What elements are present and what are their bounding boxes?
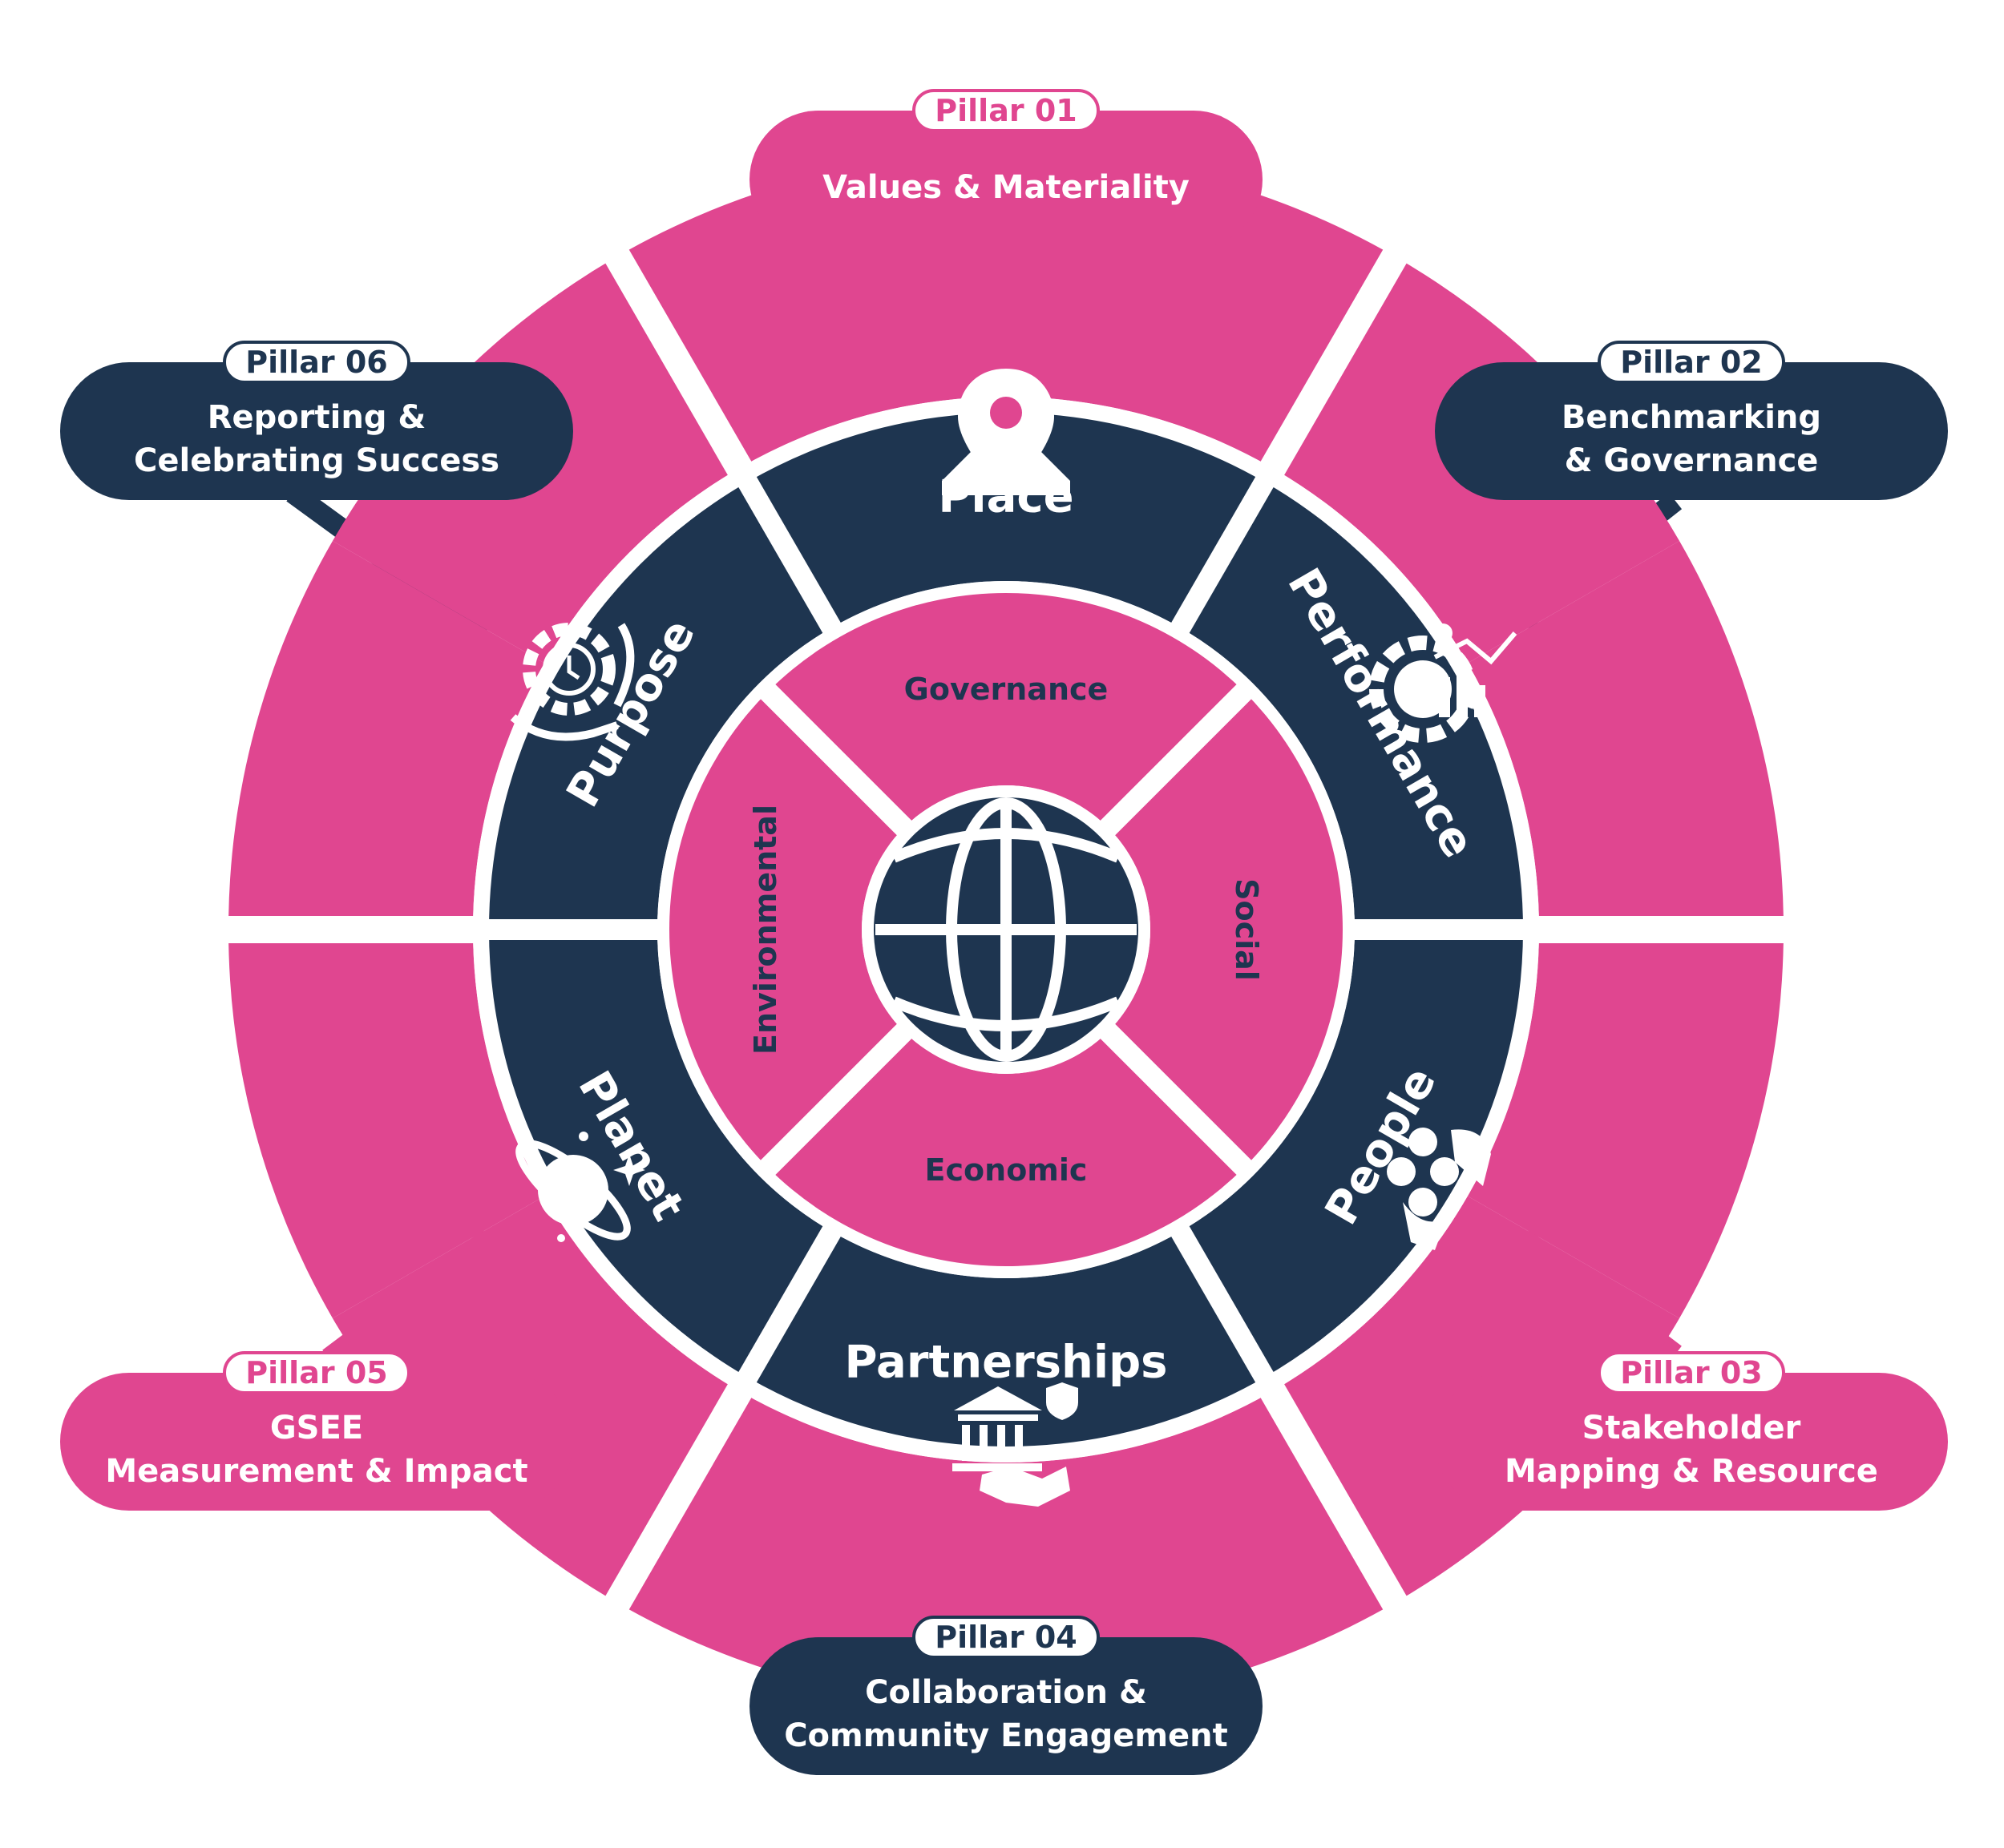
pillar-title-line: Celebrating Success (134, 442, 499, 479)
inner-segment (768, 593, 1244, 828)
inner-ring-label: Social (1229, 878, 1264, 981)
middle-segment (1180, 930, 1523, 1378)
pillar-tag: Pillar 02 (1620, 345, 1762, 380)
middle-segment (747, 1231, 1265, 1447)
pillar-tag-bg (1598, 341, 1785, 384)
pillar-5-box: Pillar 05 GSEE Measurement & Impact (60, 1351, 573, 1511)
middle-segment (747, 413, 1265, 628)
pillar-title-line: Collaboration & (865, 1674, 1147, 1711)
pillar-4-box: Pillar 04 Collaboration & Community Engage… (749, 1616, 1263, 1775)
pillar-tag-bg (912, 89, 1100, 132)
gear-chart-icon (1369, 623, 1517, 743)
inner-segment (1108, 692, 1343, 1168)
pillar-title-line: & Governance (1565, 442, 1819, 479)
segment-divider (1095, 678, 1258, 841)
globe-icon (874, 797, 1138, 1062)
segment-divider (1167, 1219, 1280, 1394)
pillar-tag-bg (1598, 1351, 1785, 1394)
middle-segment (489, 482, 832, 930)
people-group-icon (1387, 1128, 1491, 1250)
pillar-tag: Pillar 03 (1620, 1355, 1762, 1390)
inner-ring-label: Environmental (748, 805, 783, 1055)
pillar-title-line: Community Engagement (784, 1717, 1228, 1754)
inner-segment (768, 1031, 1244, 1267)
pillar-tag-bg (223, 1351, 410, 1394)
segment-divider (1256, 1377, 1413, 1620)
outer-segment (332, 1196, 1007, 1707)
outer-segment (332, 152, 1007, 664)
pillar-1-box: Pillar 01 Values & Materiality (749, 89, 1263, 248)
planet-icon (515, 1132, 645, 1242)
pillar-title-line: Values & Materiality (822, 169, 1190, 206)
pillar-title-line: Benchmarking (1562, 399, 1821, 436)
pillar-box-bg (60, 1373, 573, 1511)
pillar-tag: Pillar 01 (935, 93, 1077, 128)
pillar-box-bg (749, 1637, 1263, 1775)
pillar-box-bg (60, 362, 573, 500)
middle-segment (489, 930, 832, 1378)
inner-ring-label: Economic (925, 1152, 1088, 1188)
pillar-title-line: Measurement & Impact (105, 1453, 527, 1490)
map-pin-icon (942, 369, 1070, 497)
pillar-tag-bg (912, 1616, 1100, 1659)
outer-segment (1006, 1196, 1680, 1707)
segment-divider (1095, 1019, 1258, 1181)
middle-segment (1180, 482, 1523, 930)
pillar-tag-bg (223, 341, 410, 384)
segment-divider (754, 1019, 917, 1181)
pillar-tag: Pillar 06 (245, 345, 387, 380)
segment-divider (599, 239, 756, 482)
pillar-title-line: GSEE (270, 1410, 363, 1447)
pillar-2-box: Pillar 02 Benchmarking & Governance (1435, 341, 1948, 500)
pillar-tag: Pillar 04 (935, 1620, 1077, 1655)
pillar-box-bg (1435, 362, 1948, 500)
segment-divider (599, 1377, 756, 1620)
hand-gear-clock-icon (510, 623, 635, 741)
pillar-title-line: Reporting & (208, 399, 426, 436)
outer-segment (1006, 152, 1680, 664)
bank-handshake-icon (952, 1382, 1078, 1507)
inner-ring-label: Governance (904, 672, 1109, 707)
pillar-box-bg (1435, 1373, 1948, 1511)
segment-divider (1167, 466, 1280, 640)
segment-divider (732, 1219, 845, 1394)
pillar-6-box: Pillar 06 Reporting & Celebrating Success (60, 341, 573, 500)
pillar-title-line: Stakeholder (1582, 1410, 1801, 1447)
segment-divider (732, 466, 845, 640)
pillar-tag: Pillar 05 (245, 1355, 387, 1390)
pillar-title-line: Mapping & Resource (1505, 1453, 1878, 1490)
inner-segment (669, 692, 904, 1168)
middle-ring-label: Partnerships (845, 1337, 1168, 1389)
segment-divider (754, 678, 917, 841)
pillar-box-bg (749, 111, 1263, 248)
segment-divider (1256, 239, 1413, 482)
